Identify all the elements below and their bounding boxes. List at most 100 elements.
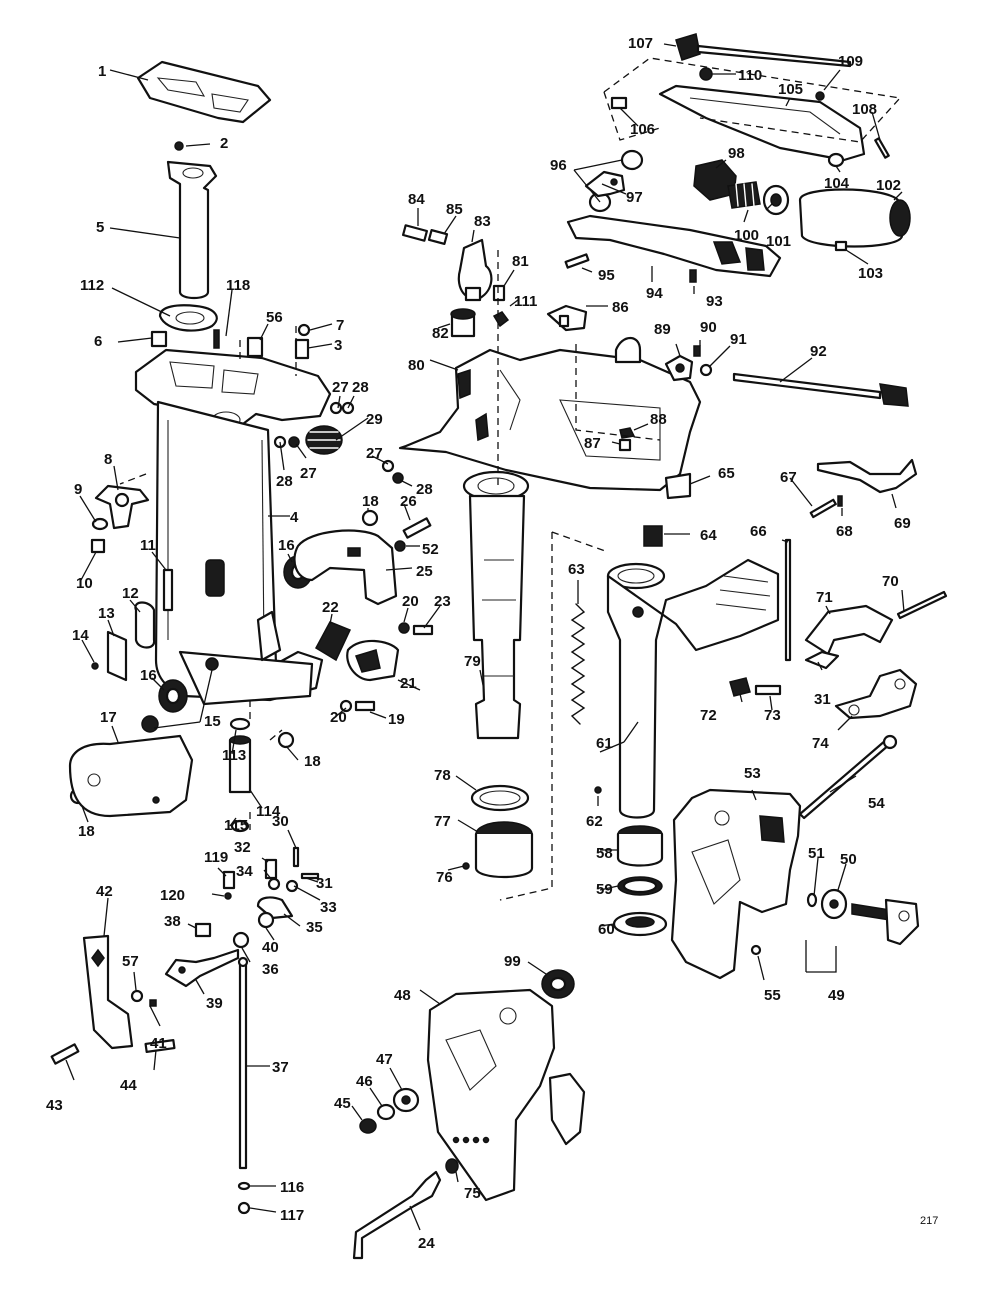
- callout-label-120: 120: [160, 887, 185, 904]
- callout-label-39: 39: [206, 995, 223, 1012]
- part-120-washer: [224, 892, 232, 900]
- part-113-oring: [229, 717, 251, 731]
- part-26-bolt: [402, 517, 432, 539]
- part-23-screw: [412, 624, 434, 636]
- part-59-oring: [617, 876, 663, 896]
- part-99-knob: [541, 969, 575, 999]
- callout-label-99: 99: [504, 953, 521, 970]
- callout-label-109: 109: [838, 53, 863, 70]
- callout-label-47: 47: [376, 1051, 393, 1068]
- part-44-screw: [144, 1038, 176, 1054]
- part-11-stud: [162, 568, 174, 612]
- part-8-mount: [94, 484, 150, 530]
- callout-label-83: 83: [474, 213, 491, 230]
- callout-label-40: 40: [262, 939, 279, 956]
- callout-label-48: 48: [394, 987, 411, 1004]
- callout-label-31: 31: [814, 691, 831, 708]
- callout-label-85: 85: [446, 201, 463, 218]
- part-85-pin: [427, 228, 449, 246]
- part-39-shift-lever: [164, 948, 240, 988]
- part-16-grommet-lower: [158, 679, 188, 713]
- callout-label-68: 68: [836, 523, 853, 540]
- callout-label-22: 22: [322, 599, 339, 616]
- part-50-pad: [820, 888, 848, 920]
- callout-label-20: 20: [330, 709, 347, 726]
- part-55-screw: [750, 944, 762, 956]
- part-100-spring: [727, 181, 761, 209]
- callout-label-6: 6: [94, 333, 102, 350]
- callout-label-114: 114: [256, 803, 281, 820]
- callout-label-110: 110: [738, 67, 762, 84]
- part-57-washer: [130, 989, 144, 1003]
- callout-label-51: 51: [808, 845, 825, 862]
- part-102-grip: [798, 188, 911, 248]
- part-74-link: [834, 668, 918, 720]
- part-31-pawl: [804, 650, 840, 670]
- callout-label-32: 32: [234, 839, 251, 856]
- part-40-nut: [257, 911, 275, 929]
- part-111-washer: [492, 311, 510, 328]
- callout-label-102: 102: [876, 177, 901, 194]
- callout-label-38: 38: [164, 913, 181, 930]
- callout-label-71: 71: [816, 589, 833, 606]
- part-115-oring: [230, 819, 250, 833]
- part-20-washer-lower: [339, 699, 353, 713]
- callout-label-75: 75: [464, 1185, 481, 1202]
- callout-label-31: 31: [316, 875, 333, 892]
- callout-label-24: 24: [418, 1235, 435, 1252]
- part-86-lock: [546, 304, 588, 332]
- callout-label-42: 42: [96, 883, 113, 900]
- part-81-screw: [492, 284, 506, 302]
- part-107-throttle-shaft: [675, 33, 852, 68]
- part-2-screw: [174, 141, 184, 151]
- part-48-stern-bracket: [426, 988, 586, 1202]
- part-20-washer-upper: [398, 622, 410, 634]
- part-9-washer: [91, 517, 109, 531]
- part-18-nut-middle: [277, 731, 295, 749]
- callout-label-80: 80: [408, 357, 425, 374]
- callout-label-64: 64: [700, 527, 717, 544]
- part-51-washer: [806, 892, 818, 908]
- part-19-screw: [354, 700, 376, 712]
- part-33-washer: [285, 879, 299, 893]
- part-77-bushing: [474, 821, 534, 878]
- callout-label-43: 43: [46, 1097, 63, 1114]
- callout-label-18: 18: [362, 493, 379, 510]
- part-54-bolt: [798, 734, 898, 820]
- callout-label-108: 108: [852, 101, 877, 118]
- callout-label-28: 28: [416, 481, 433, 498]
- callout-label-78: 78: [434, 767, 451, 784]
- part-24-tilt-lever: [352, 1170, 442, 1260]
- callout-label-34: 34: [236, 863, 253, 880]
- part-108-pin: [874, 137, 890, 159]
- callout-label-15: 15: [204, 713, 221, 730]
- part-93-screw: [689, 269, 697, 283]
- callout-label-90: 90: [700, 319, 717, 336]
- part-91-washer: [699, 363, 713, 377]
- part-4-exhaust-housing: [134, 348, 332, 706]
- callout-label-57: 57: [122, 953, 139, 970]
- callout-label-105: 105: [778, 81, 803, 98]
- part-56-bolt: [246, 336, 264, 358]
- part-45-nut: [359, 1118, 377, 1134]
- part-103-screw: [834, 240, 848, 252]
- part-62-screw: [594, 786, 602, 794]
- leader-lines: [65, 43, 905, 1231]
- callout-label-88: 88: [650, 411, 667, 428]
- callout-label-2: 2: [220, 135, 228, 152]
- callout-label-62: 62: [586, 813, 603, 830]
- callout-label-63: 63: [568, 561, 585, 578]
- part-89-cam: [664, 354, 694, 382]
- part-38-block: [194, 922, 212, 938]
- callout-label-44: 44: [120, 1077, 137, 1094]
- part-41-screw: [149, 999, 157, 1007]
- part-17-cover: [68, 734, 194, 818]
- part-94-tiller-arm: [566, 214, 782, 278]
- callout-label-119: 119: [204, 849, 228, 866]
- callout-label-28: 28: [352, 379, 369, 396]
- callout-label-77: 77: [434, 813, 451, 830]
- callout-label-27: 27: [366, 445, 383, 462]
- part-14-screw: [91, 662, 99, 670]
- part-75-spring: [445, 1158, 459, 1174]
- callout-label-115: 115: [224, 817, 248, 834]
